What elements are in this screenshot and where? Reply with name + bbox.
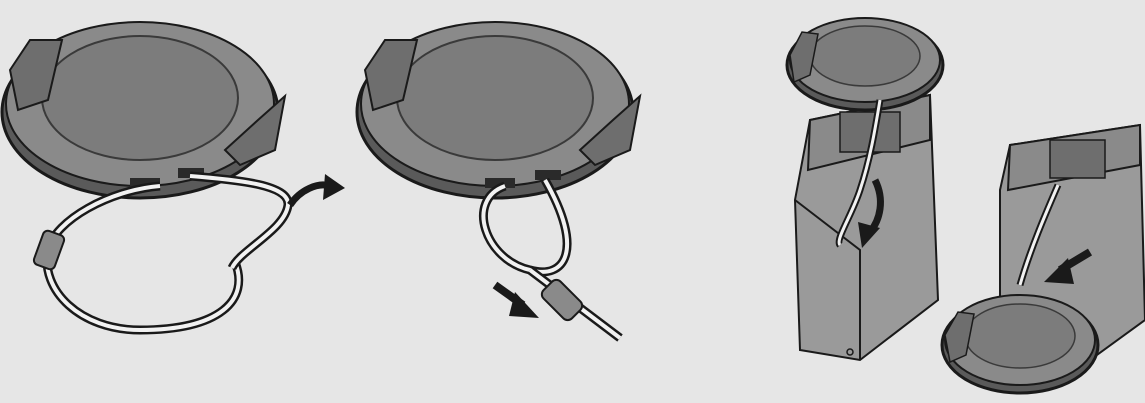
arrow-down-right-icon [495,285,539,318]
strap-pull-tight-icon [355,0,655,403]
lens-cap [787,18,943,110]
lens-cap [942,295,1098,393]
strap-cord [33,176,289,330]
strap-loop-through-cap-icon [0,0,360,403]
lens-cap [357,22,640,198]
camera-cap-hanging-icon [940,0,1145,403]
lens-cap [2,22,285,198]
curved-arrow-right-icon [290,174,345,205]
camera-strap-attach-icon [780,0,955,403]
strap-cord [483,180,620,338]
